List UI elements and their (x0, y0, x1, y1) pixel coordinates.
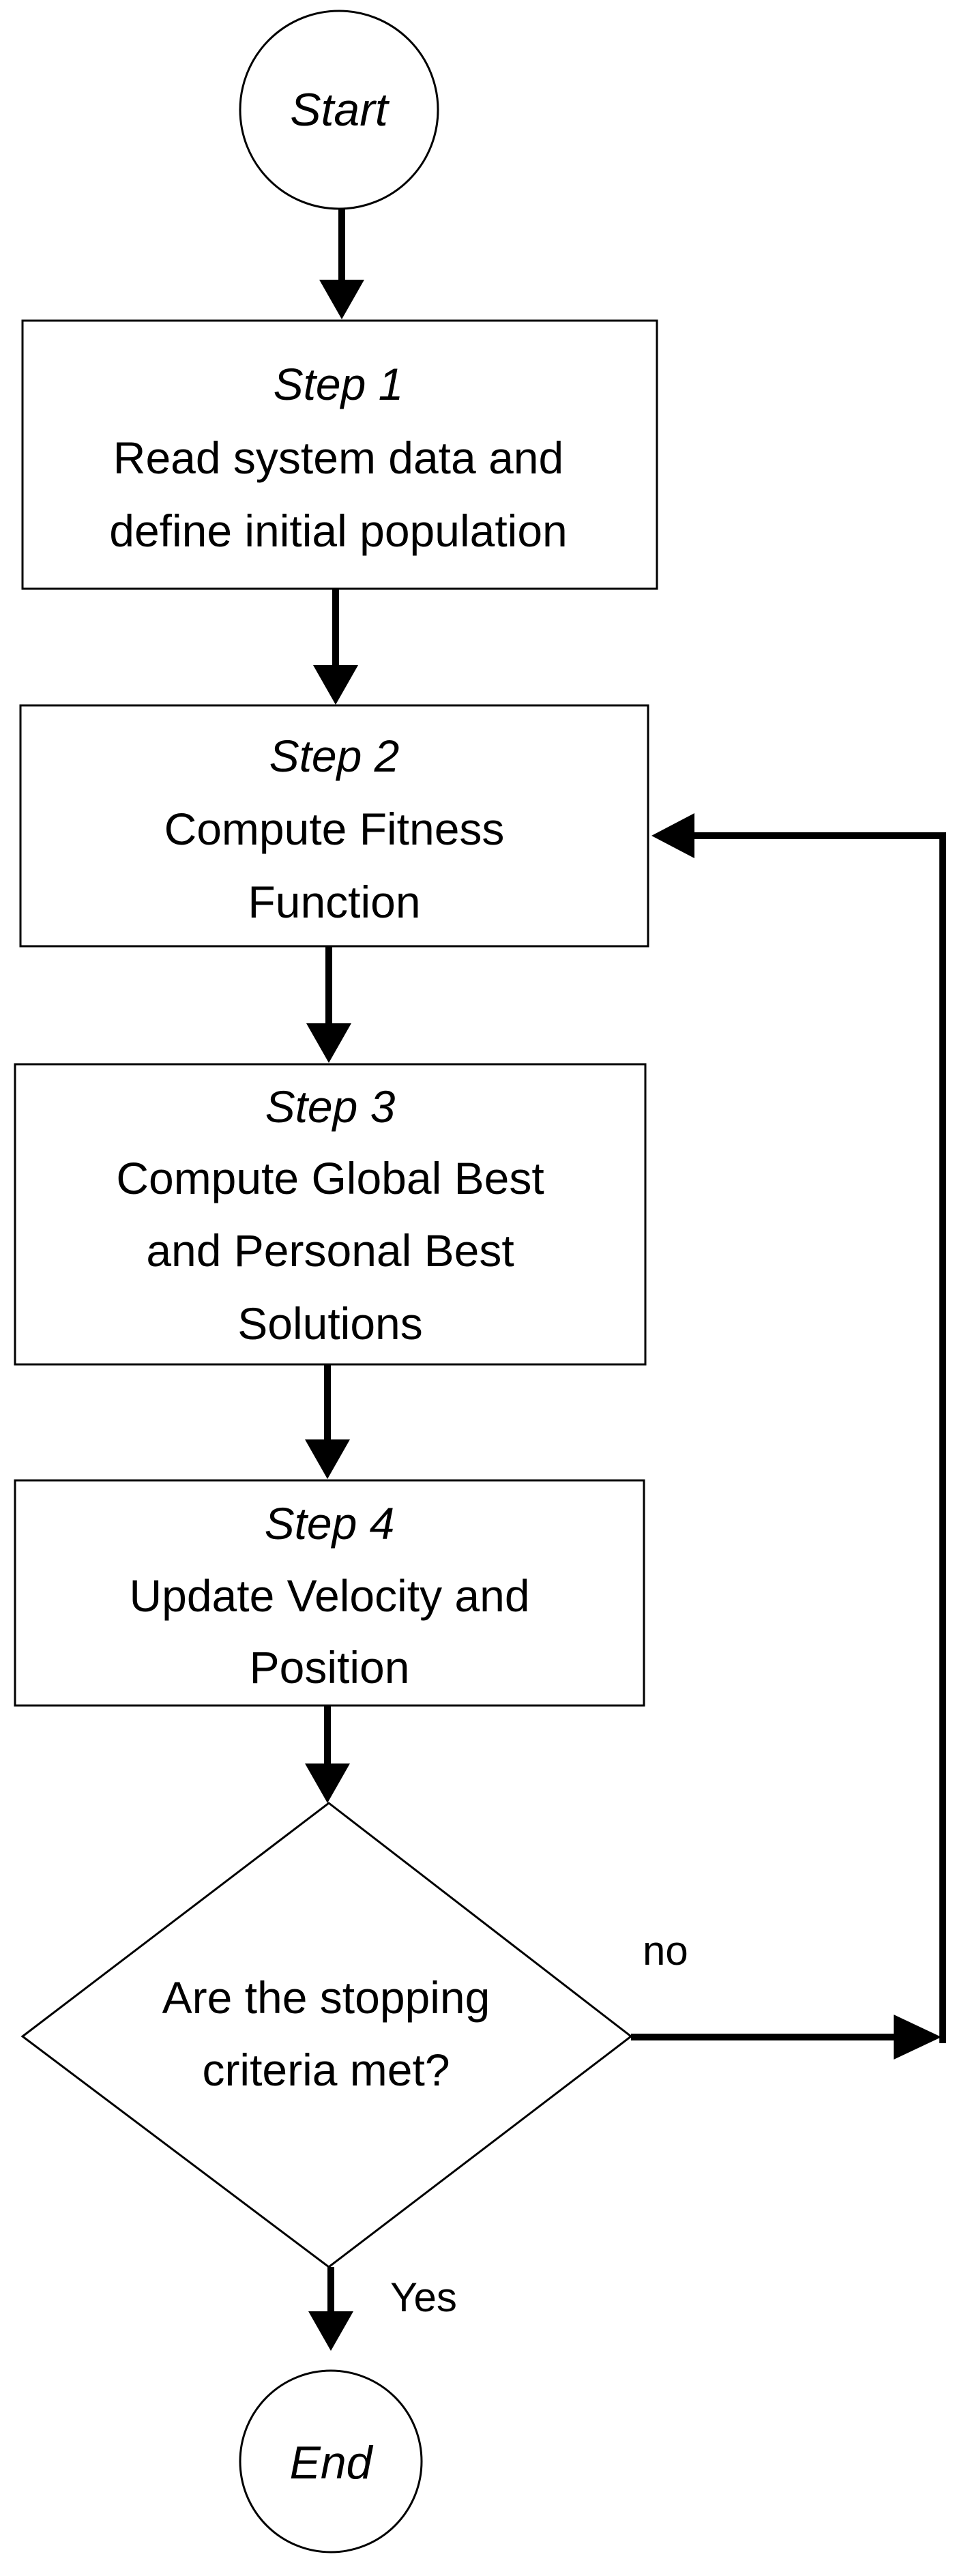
step-2-line-1: Compute Fitness (164, 804, 505, 854)
step-1-line-2: define initial population (109, 506, 568, 556)
step-2-line-2: Function (248, 877, 420, 927)
label-yes: Yes (390, 2274, 457, 2320)
arrowhead-step3-step4 (305, 1439, 350, 1479)
arrowhead-decision-end (308, 2311, 353, 2351)
end-terminal (239, 2369, 423, 2553)
step-3-line-1: Compute Global Best (116, 1153, 544, 1203)
decision-line-1: Are the stopping (162, 1972, 490, 2023)
step-1-line-1: Read system data and (113, 433, 563, 483)
arrowhead-step1-step2 (313, 665, 358, 705)
step-4-box (14, 1479, 645, 1707)
step-1-box (21, 319, 658, 590)
arrowhead-start-step1 (319, 280, 364, 319)
arrowhead-loop-step2 (651, 813, 694, 858)
step-3-title: Step 3 (265, 1081, 396, 1132)
step-2-title: Step 2 (269, 731, 400, 781)
step-3-box (14, 1063, 647, 1366)
arrowhead-step4-decision (305, 1763, 350, 1803)
step-2-box (19, 704, 649, 948)
arrowhead-step2-step3 (306, 1023, 351, 1063)
step-1-title: Step 1 (274, 359, 404, 409)
step-4-line-2: Position (250, 1642, 410, 1693)
step-4-line-1: Update Velocity and (129, 1570, 529, 1621)
start-label: Start (290, 84, 390, 136)
decision-diamond (20, 1802, 633, 2268)
end-label: End (290, 2437, 374, 2489)
decision-line-2: criteria met? (202, 2045, 450, 2095)
arrowhead-decision-no-right (894, 2015, 941, 2060)
step-4-title: Step 4 (265, 1498, 395, 1549)
label-no: no (643, 1928, 688, 1974)
step-3-line-3: Solutions (237, 1298, 423, 1349)
step-3-line-2: and Personal Best (146, 1225, 514, 1276)
